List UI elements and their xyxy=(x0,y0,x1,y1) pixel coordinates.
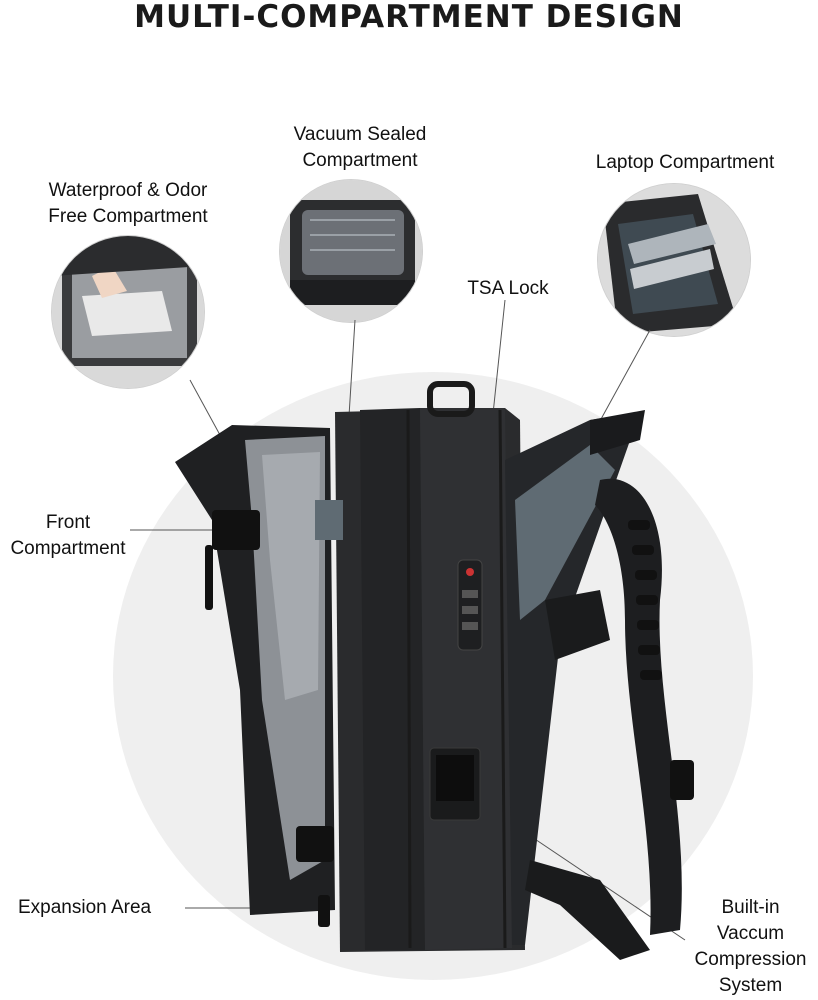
label-vacuum-sealed-compartment: Vacuum Sealed Compartment xyxy=(293,124,427,171)
label-tsa-lock: TSA Lock xyxy=(467,278,549,299)
label-front-compartment: Front Compartment xyxy=(10,512,126,559)
label-expansion-area: Expansion Area xyxy=(18,897,152,918)
tsa-lock-icon xyxy=(457,559,483,651)
label-laptop-compartment: Laptop Compartment xyxy=(595,152,775,173)
usb-port-icon xyxy=(429,747,481,821)
label-compression-system: Built-in Vaccum Compression System xyxy=(694,897,807,996)
label-waterproof-compartment: Waterproof & Odor Free Compartment xyxy=(48,180,208,227)
laptop-compartment-callout xyxy=(598,184,750,336)
waterproof-compartment-callout xyxy=(52,236,204,388)
page-title: MULTI-COMPARTMENT DESIGN xyxy=(134,0,684,35)
vacuum-sealed-callout xyxy=(280,180,422,322)
